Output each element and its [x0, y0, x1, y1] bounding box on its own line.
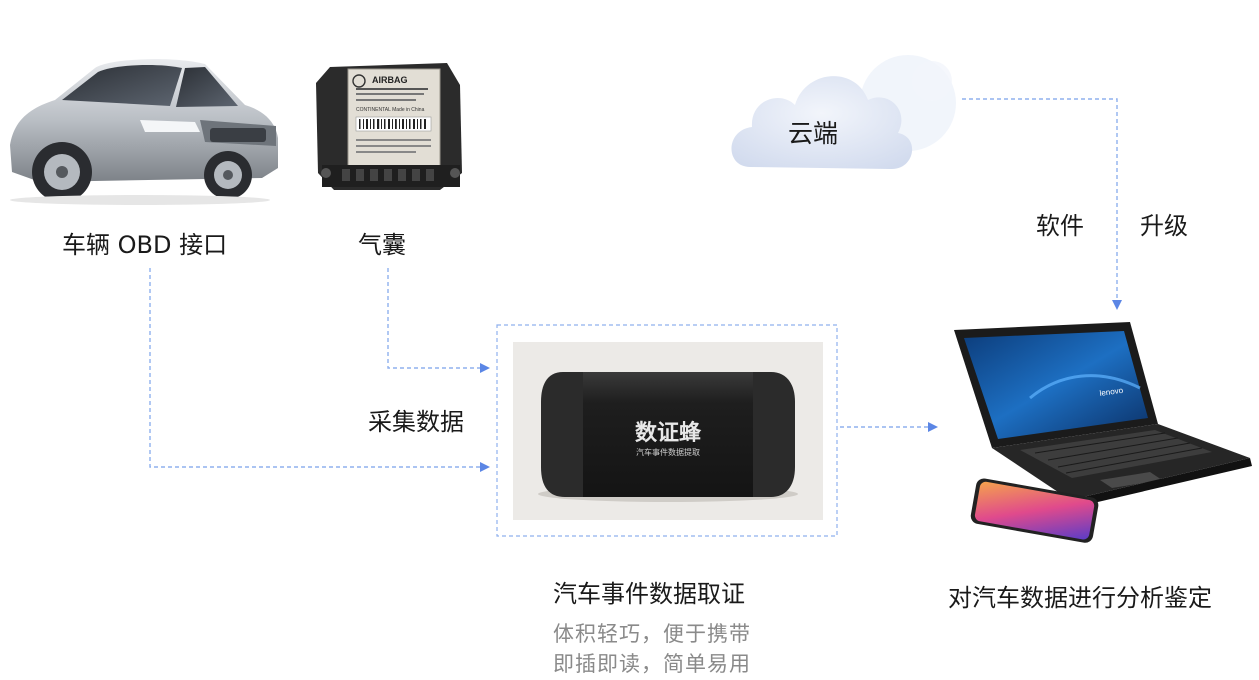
- airbag-madein-text: CONTINENTAL Made in China: [356, 107, 425, 113]
- device-title: 汽车事件数据取证: [553, 580, 745, 608]
- device-desc-line1: 体积轻巧，便于携带: [553, 622, 751, 646]
- edge-cloud-to-laptop: [962, 98, 1122, 310]
- laptop-image: lenovo: [954, 322, 1252, 543]
- cloud-icon: [731, 55, 956, 169]
- edge-obd-to-device: [149, 268, 490, 472]
- car-image: [10, 59, 278, 205]
- obd-label: 车辆 OBD 接口: [62, 231, 228, 259]
- device-desc-line2: 即插即读，简单易用: [553, 652, 751, 676]
- airbag-label: 气囊: [358, 231, 406, 259]
- airbag-brand-text: AIRBAG: [372, 75, 408, 85]
- collect-data-label: 采集数据: [368, 408, 464, 436]
- airbag-module-image: AIRBAG CONTINENTAL Made in China: [316, 63, 462, 190]
- edge-airbag-to-device: [387, 268, 490, 373]
- upgrade-label: 升级: [1140, 212, 1188, 240]
- laptop-label: 对汽车数据进行分析鉴定: [948, 584, 1212, 612]
- software-label: 软件: [1036, 212, 1084, 240]
- device-subtitle-text: 汽车事件数据提取: [636, 447, 700, 457]
- device-frame: [496, 324, 838, 537]
- device-brand-text: 数证蜂: [635, 420, 702, 446]
- device-image: 数证蜂 汽车事件数据提取: [538, 372, 798, 502]
- laptop-brand-text: lenovo: [1099, 386, 1124, 398]
- cloud-label: 云端: [788, 119, 839, 148]
